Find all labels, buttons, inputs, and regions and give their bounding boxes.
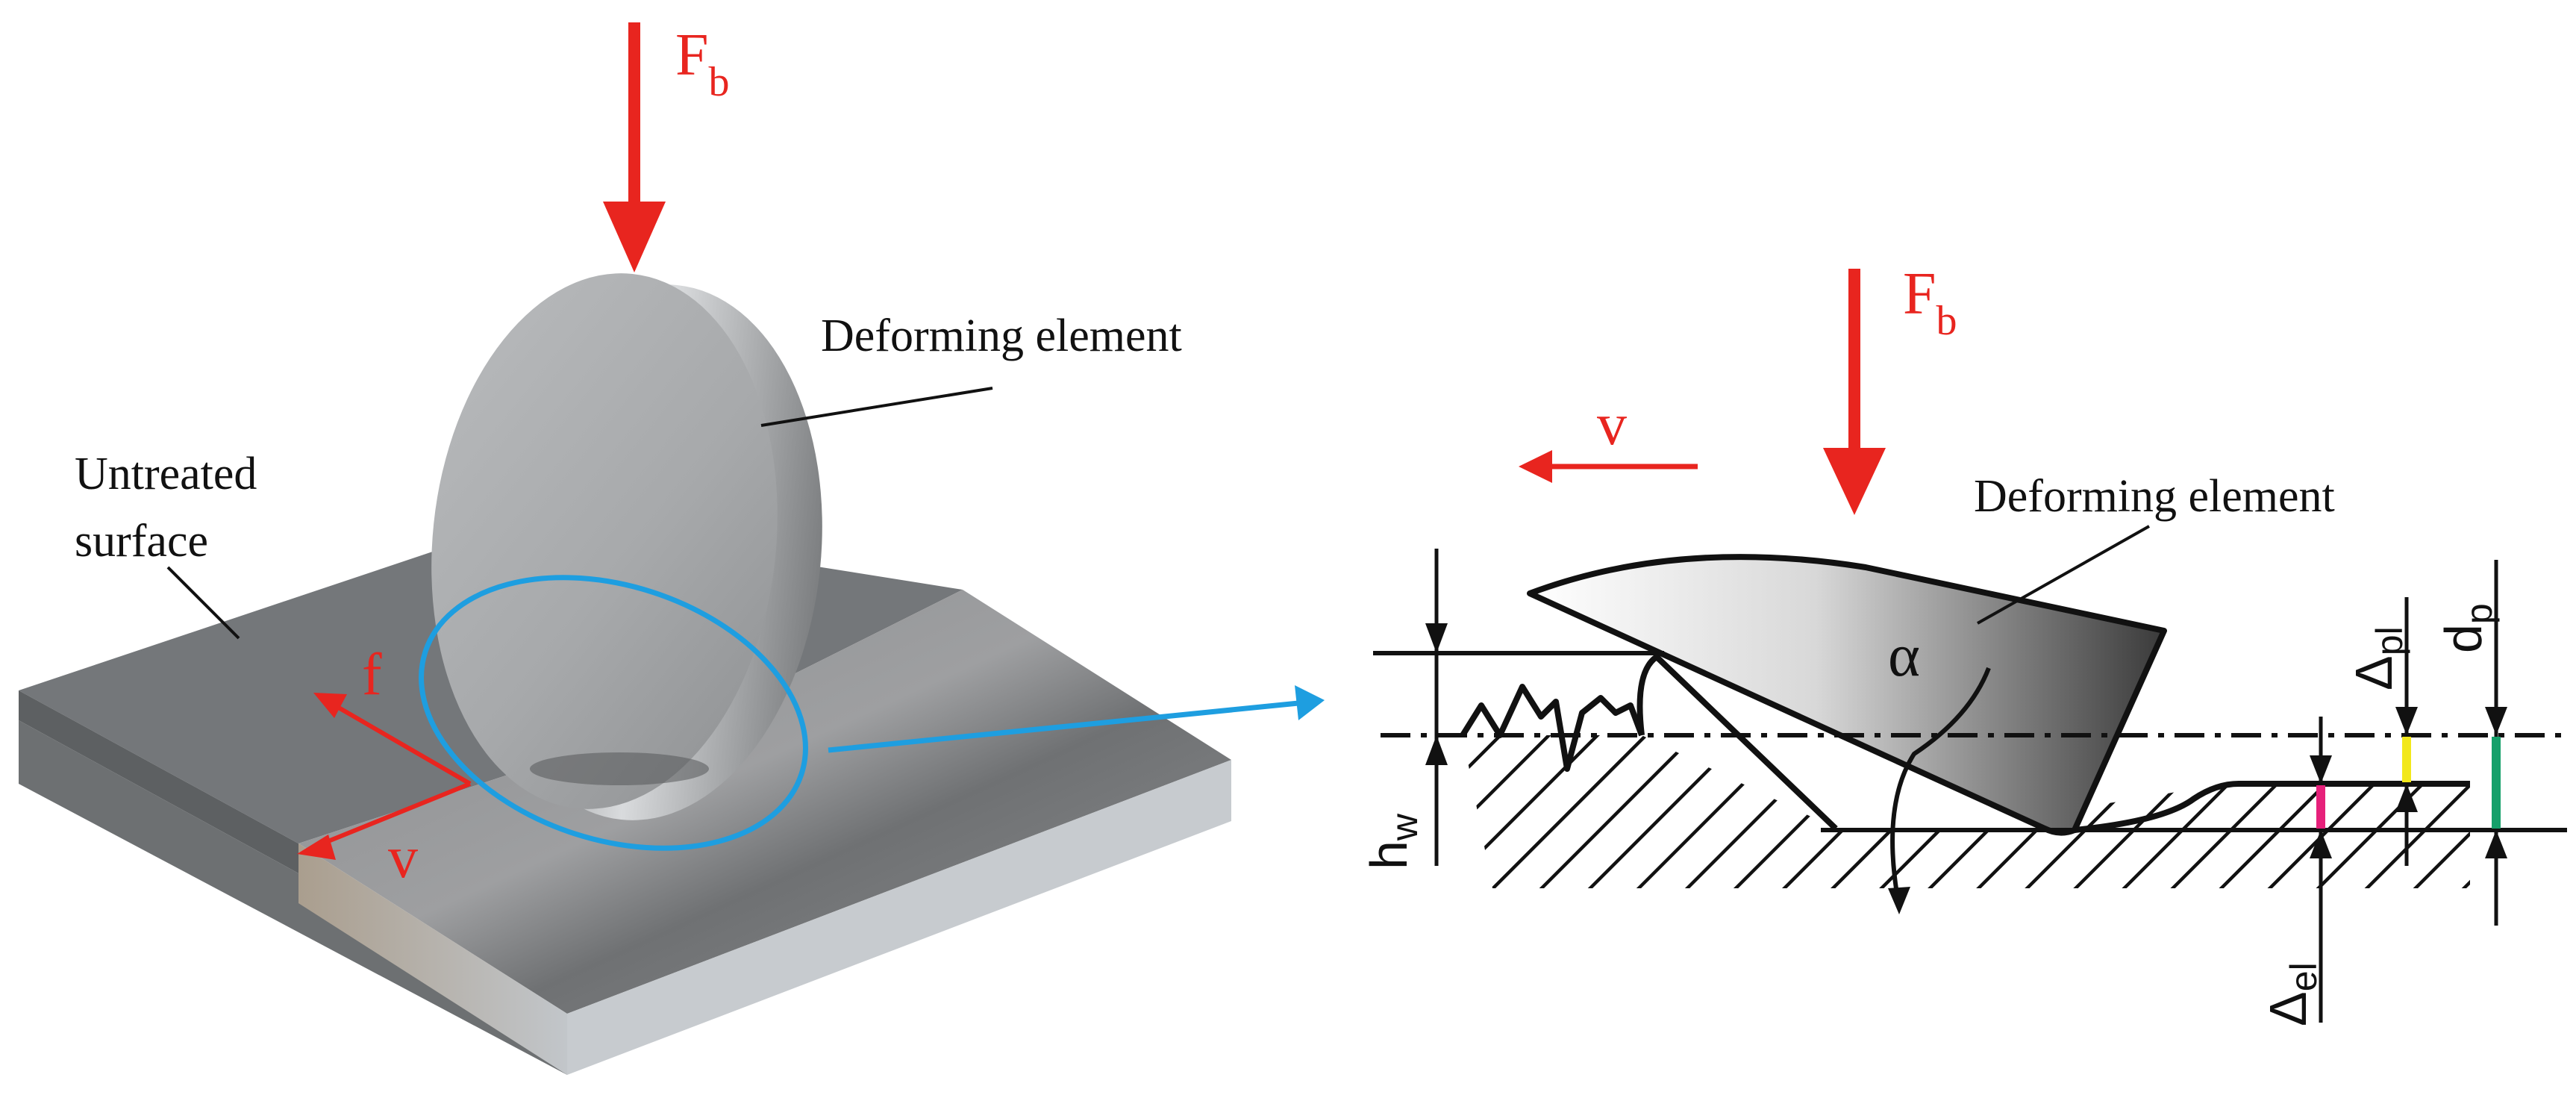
- right-velocity-label: v: [1597, 392, 1627, 458]
- right-element-leader: [1977, 525, 2150, 625]
- right-velocity-arrow: [1519, 450, 1698, 483]
- angle-arc: [1890, 667, 1991, 908]
- alpha-label: α: [1888, 621, 1920, 689]
- section-deforming-element: [1527, 554, 2167, 836]
- hw-dimension: [1425, 549, 1448, 866]
- treated-profile: [2074, 781, 2470, 833]
- deforming-disc: [431, 273, 822, 820]
- untreated-leader-line: [166, 566, 240, 640]
- untreated-label-line2: surface: [75, 516, 208, 567]
- treated-track: [298, 590, 1231, 1014]
- left-element-label: Deforming element: [821, 311, 1182, 361]
- left-velocity-label: v: [388, 825, 418, 891]
- left-force-label: Fb: [675, 22, 730, 105]
- peak-profile: [1636, 652, 1838, 831]
- left-feed-label: f: [362, 642, 382, 708]
- velocity-arrow: [297, 782, 472, 860]
- angle-arrowhead: [1888, 887, 1910, 914]
- dp-label: dp: [2434, 603, 2500, 653]
- right-element-label: Deforming element: [1974, 471, 2335, 522]
- right-force-arrow: [1823, 269, 1886, 515]
- element-leader-line: [760, 387, 993, 427]
- plate-left-edge: [19, 690, 298, 873]
- feed-arrow: [313, 693, 472, 786]
- delta-pl-dimension: [2395, 597, 2418, 866]
- delta-pl-label: Δpl: [2345, 626, 2410, 690]
- zoom-ellipse: [419, 575, 808, 851]
- right-force-label: Fb: [1903, 261, 1957, 344]
- plate-front-face: [298, 843, 567, 1075]
- zoom-arrow: [828, 685, 1325, 753]
- dp-dimension: [2485, 560, 2507, 926]
- left-force-arrow: [603, 22, 666, 272]
- delta-el-label: Δel: [2259, 962, 2325, 1026]
- untreated-label-line1: Untreated: [75, 449, 257, 499]
- delta-el-dimension: [2310, 717, 2332, 1023]
- hw-label: hw: [1360, 813, 1425, 870]
- plate-right-face: [567, 760, 1231, 1075]
